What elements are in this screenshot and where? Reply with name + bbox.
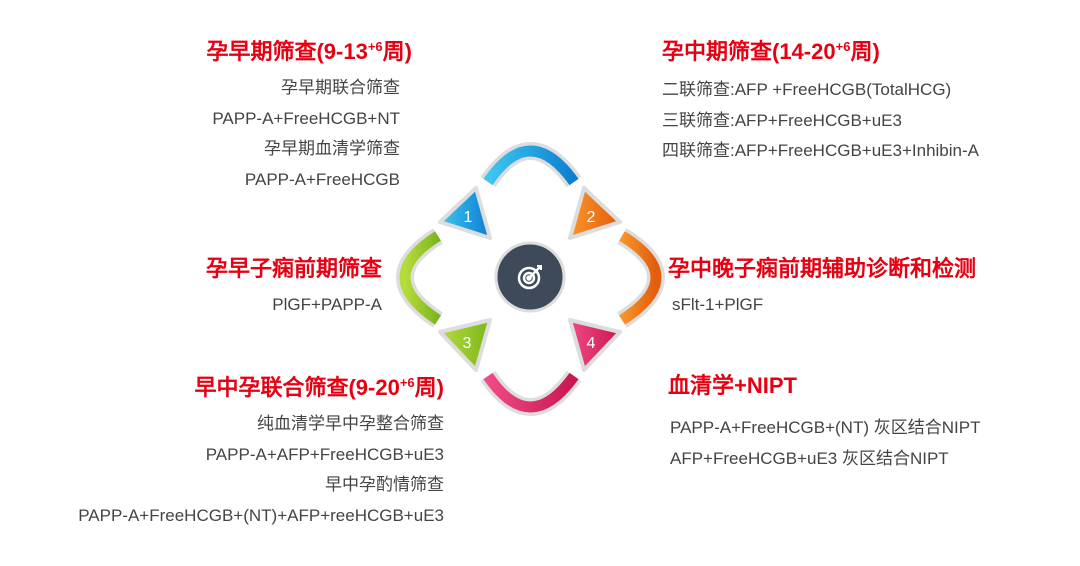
line: 早中孕酌情筛查 <box>325 475 444 494</box>
line: AFP+FreeHCGB+uE3 灰区结合NIPT <box>670 448 949 468</box>
triangle-4 <box>568 318 622 372</box>
line: PAPP-A+FreeHCGB+(NT) 灰区结合NIPT <box>670 418 981 437</box>
line: 四联筛查:AFP+FreeHCGB+uE3+Inhibin-A <box>662 141 979 160</box>
section-early-preeclampsia: 孕早子痫前期筛查 PlGF+PAPP-A <box>206 254 382 321</box>
line: PAPP-A+AFP+FreeHCGB+uE3 <box>205 444 444 464</box>
step-1-number: 1 <box>464 209 473 226</box>
section-second-trimester: 孕中期筛查(14-20+6周) 二联筛查:AFP +FreeHCGB(Total… <box>662 37 979 167</box>
line: 二联筛查:AFP +FreeHCGB(TotalHCG) <box>662 80 952 99</box>
triangle-1 <box>438 186 492 240</box>
line: PlGF+PAPP-A <box>272 295 382 314</box>
section-serology-nipt: 血清学+NIPT PAPP-A+FreeHCGB+(NT) 灰区结合NIPT A… <box>668 371 980 474</box>
section-title: 孕早子痫前期筛查 <box>205 256 382 281</box>
triangle-2 <box>568 186 622 240</box>
triangle-3 <box>438 318 492 372</box>
line: PAPP-A+FreeHCGB <box>244 169 400 189</box>
step-3-number: 3 <box>463 335 472 352</box>
line: PAPP-A+FreeHCGB+(NT)+AFP+reeHCGB+uE3 <box>78 505 444 525</box>
section-late-preeclampsia: 孕中晚子痫前期辅助诊断和检测 sFlt-1+PlGF <box>668 254 976 321</box>
target-icon <box>517 265 542 290</box>
line: 纯血清学早中孕整合筛查 <box>257 414 444 433</box>
step-2-number: 2 <box>587 209 596 226</box>
section-first-trimester: 孕早期筛查(9-13+6周) 孕早期联合筛查 PAPP-A+FreeHCGB+N… <box>206 37 412 195</box>
section-title: 孕中晚子痫前期辅助诊断和检测 <box>668 256 977 281</box>
section-title: 血清学+NIPT <box>668 373 797 398</box>
section-combined-screening: 早中孕联合筛查(9-20+6周) 纯血清学早中孕整合筛查 PAPP-A+AFP+… <box>78 373 444 531</box>
section-title: 孕早期筛查(9-13+6周) <box>206 39 412 64</box>
line: PAPP-A+FreeHCGB+NT <box>212 108 400 128</box>
section-title: 孕中期筛查(14-20+6周) <box>662 39 880 64</box>
line: 三联筛查:AFP+FreeHCGB+uE3 <box>662 110 902 130</box>
line: sFlt-1+PlGF <box>672 295 764 314</box>
step-4-number: 4 <box>587 335 596 352</box>
line: 孕早期联合筛查 <box>281 78 400 97</box>
section-title: 早中孕联合筛查(9-20+6周) <box>194 375 444 400</box>
line: 孕早期血清学筛查 <box>264 139 400 158</box>
